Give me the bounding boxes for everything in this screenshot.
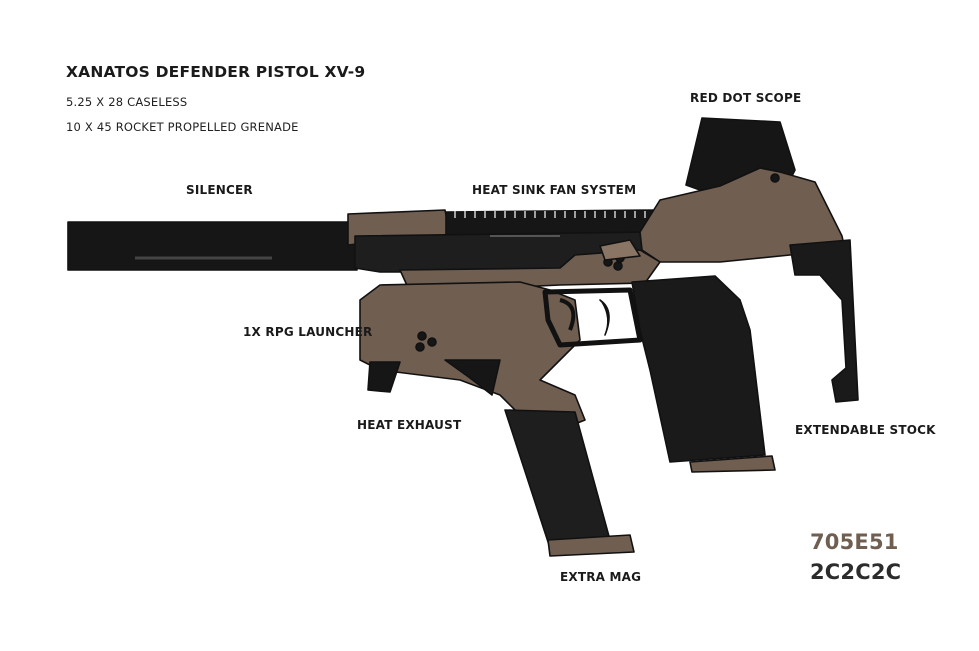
swatch-secondary-code: 2C2C2C bbox=[810, 560, 902, 584]
label-red-dot-scope: RED DOT SCOPE bbox=[690, 91, 802, 105]
pistol-grip bbox=[631, 275, 766, 463]
extra-mag bbox=[504, 409, 611, 549]
spec-caliber: 5.25 X 28 CASELESS bbox=[66, 95, 188, 109]
rpg-launcher-body bbox=[359, 281, 586, 431]
extendable-stock bbox=[789, 239, 859, 403]
spec-grenade: 10 X 45 ROCKET PROPELLED GRENADE bbox=[66, 120, 299, 134]
heat-exhaust-vent bbox=[367, 361, 401, 393]
trigger bbox=[599, 299, 610, 336]
label-extendable-stock: EXTENDABLE STOCK bbox=[795, 423, 936, 437]
page-title: XANATOS DEFENDER PISTOL XV-9 bbox=[66, 63, 366, 81]
label-silencer: SILENCER bbox=[186, 183, 253, 197]
heat-sink-ticks bbox=[454, 211, 646, 218]
swatch-primary-code: 705E51 bbox=[810, 530, 899, 554]
silencer-part bbox=[67, 221, 358, 271]
label-heat-exhaust: HEAT EXHAUST bbox=[357, 418, 462, 432]
label-heat-sink: HEAT SINK FAN SYSTEM bbox=[472, 183, 637, 197]
trigger-guard bbox=[542, 287, 643, 348]
label-rpg-launcher: 1X RPG LAUNCHER bbox=[243, 325, 373, 339]
label-extra-mag: EXTRA MAG bbox=[560, 570, 642, 584]
